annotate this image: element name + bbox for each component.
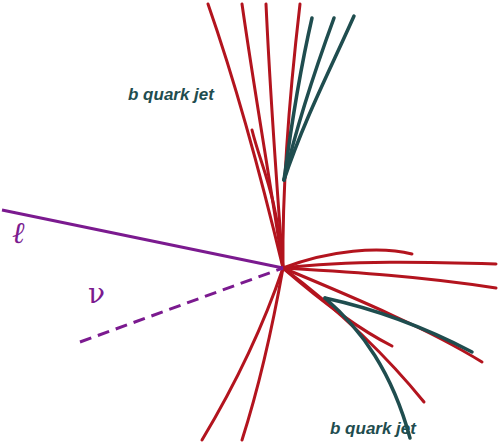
neutrino-label: ν xyxy=(88,280,105,308)
jet-label: b quark jet xyxy=(330,420,416,437)
red-tracks xyxy=(202,4,496,440)
jet-label: b quark jet xyxy=(128,86,214,103)
b-jet-tracks xyxy=(284,16,472,438)
neutrino-track xyxy=(80,268,283,342)
lepton-track xyxy=(2,210,283,268)
lepton-label: ℓ xyxy=(12,218,25,248)
